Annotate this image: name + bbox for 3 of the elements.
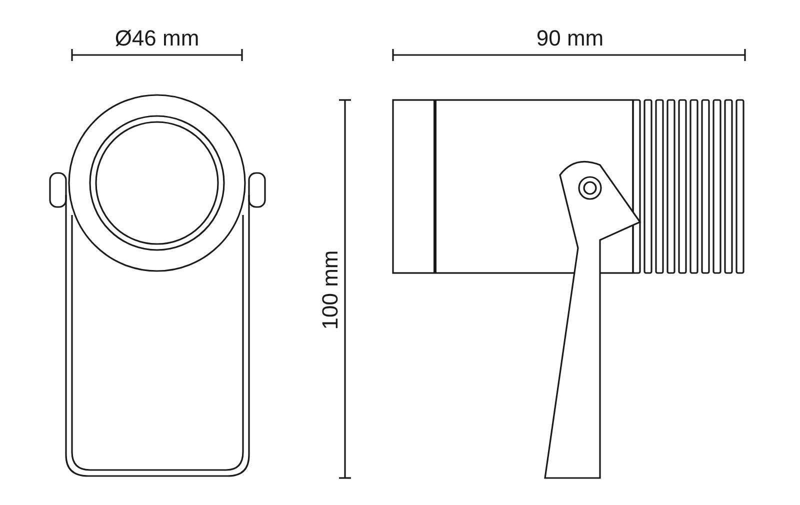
dimension-label: 90 mm: [536, 24, 604, 52]
dimension-label: Ø46 mm: [114, 24, 200, 52]
dimension-label: 100 mm: [316, 250, 344, 330]
